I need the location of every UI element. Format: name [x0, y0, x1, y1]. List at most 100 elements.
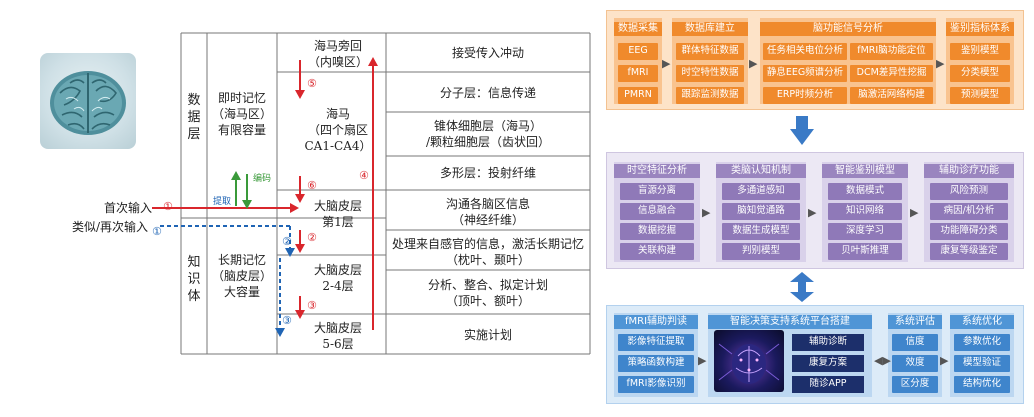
tier2-cell: 关联构建 [620, 243, 694, 260]
tier3-header-0: fMRI辅助判读 [614, 315, 698, 329]
tier2-cell: 数据挖掘 [620, 223, 694, 240]
tier3-cell: 随诊APP [792, 376, 864, 393]
marker-4: ④ [359, 169, 369, 182]
tier3-cell: 结构优化 [954, 376, 1010, 393]
tier1-cell: EEG [618, 43, 658, 60]
tier1-cell: 静息EEG频谱分析 [763, 65, 847, 82]
repeat-input-label: 类似/再次输入 [72, 220, 149, 234]
tier3-cell: 模型验证 [954, 355, 1010, 372]
tier1-cell: 时空特性数据 [676, 65, 744, 82]
marker-blue-1: ① [152, 225, 162, 238]
marker-1: ① [163, 200, 173, 213]
layer-label-knowledge: 知识体 [187, 255, 201, 304]
tier2-cell: 功能障碍分类 [930, 223, 1008, 240]
tier3-cell: fMRI影像识别 [618, 376, 694, 393]
tier3-header-1: 智能决策支持系统平台搭建 [708, 315, 872, 329]
tier3-cell: 策略函数构建 [618, 355, 694, 372]
tier2-header-1: 类脑认知机制 [716, 164, 806, 178]
tier2-cell: 多通道感知 [722, 183, 800, 200]
brain-circuit-icon [718, 343, 780, 384]
tier1-cell: fMRI脑功能定位 [850, 43, 933, 60]
arrow-right-icon: ▶ [936, 57, 945, 70]
arrow-both-icon: ◀▶ [874, 354, 891, 367]
tier3-header-3: 系统优化 [950, 315, 1014, 329]
tier3-cell: 信度 [892, 334, 938, 351]
encode-label: 编码 [253, 174, 272, 184]
brain-icon [50, 71, 126, 135]
arrow-right-icon: ▶ [662, 57, 671, 70]
retrieve-label: 提取 [213, 197, 232, 207]
tier3-cell: 影像特征提取 [618, 334, 694, 351]
tier2-header-0: 时空特征分析 [614, 164, 700, 178]
structure-hippocampus: 海马 （四个扇区 CA1-CA4） [304, 107, 372, 153]
marker-blue-2: ② [282, 235, 292, 248]
tier2-cell: 脑知觉通路 [722, 203, 800, 220]
tier2-cell: 深度学习 [828, 223, 902, 240]
ai-head-illustration [714, 330, 784, 392]
table-grid [152, 32, 591, 355]
first-input-label: 首次输入 [104, 201, 153, 215]
brain-illustration [40, 53, 136, 149]
function-receive-impulse: 接受传入冲动 [451, 46, 524, 60]
arrow-right-icon: ▶ [698, 354, 707, 367]
function-polymorphic-layer: 多形层：投射纤维 [439, 166, 536, 180]
arrow-updown-icon [790, 272, 814, 302]
tier2-cell: 数据生成模型 [722, 223, 800, 240]
tier3-cell: 康复方案 [792, 355, 864, 372]
arrow-right-icon: ▶ [749, 57, 758, 70]
tier2-cell: 贝叶斯推理 [828, 243, 902, 260]
marker-2: ② [307, 231, 317, 244]
tier1-header-0: 数据采集 [614, 22, 662, 36]
memory-model-diagram: 数据层 知识体 即时记忆 （海马区） 有限容量 长期记忆 （脑皮层） 大容量 首… [40, 32, 591, 355]
tier1-cell: 群体特征数据 [676, 43, 744, 60]
marker-6: ⑥ [307, 179, 317, 192]
marker-blue-3: ③ [282, 314, 292, 327]
tier1-header-1: 数据库建立 [672, 22, 748, 36]
structure-parahippocampal: 海马旁回 （内嗅区） [307, 39, 368, 69]
tier2-cell: 信息融合 [620, 203, 694, 220]
tier3-cell: 参数优化 [954, 334, 1010, 351]
structure-cortex-layer1: 大脑皮层 第1层 [313, 199, 362, 229]
tier1-cell: DCM差异性挖掘 [850, 65, 933, 82]
function-molecular-layer: 分子层：信息传递 [439, 86, 536, 100]
tier1-cell: 预测模型 [950, 87, 1010, 104]
tier1-cell: fMRI [618, 65, 658, 82]
arrow-right-icon: ▶ [702, 206, 711, 219]
tier1-cell: 脑激活网络构建 [850, 87, 933, 104]
tier3-cell: 辅助诊断 [792, 334, 864, 351]
research-framework-diagram: 数据采集 EEG fMRI PMRN 数据库建立 群体特征数据 时空特性数据 跟… [598, 0, 1034, 417]
marker-3: ③ [307, 299, 317, 312]
tier2-cell: 盲源分离 [620, 183, 694, 200]
arrow-right-icon: ▶ [910, 206, 919, 219]
tier2-cell: 判别模型 [722, 243, 800, 260]
function-analyze-plan: 分析、整合、拟定计划 （顶叶、额叶） [427, 278, 548, 308]
tier1-cell: PMRN [618, 87, 658, 104]
tier1-header-2: 脑功能信号分析 [760, 22, 936, 36]
tier1-cell: ERP时频分析 [763, 87, 847, 104]
tier1-header-3: 鉴别指标体系 [946, 22, 1014, 36]
tier3-header-2: 系统评估 [888, 315, 942, 329]
function-sensory-processing: 处理来自感官的信息，激活长期记忆 （枕叶、颞叶） [391, 237, 584, 267]
tier2-cell: 康复等级鉴定 [930, 243, 1008, 260]
tier1-cell: 任务相关电位分析 [763, 43, 847, 60]
function-execute-plan: 实施计划 [463, 328, 512, 342]
tier2-cell: 知识网络 [828, 203, 902, 220]
tier2-header-3: 辅助诊疗功能 [924, 164, 1014, 178]
tier1-cell: 分类模型 [950, 65, 1010, 82]
function-pyramidal-layer: 锥体细胞层（海马） /颗粒细胞层（齿状回） [425, 119, 551, 149]
layer-label-data: 数据层 [187, 93, 201, 142]
tier2-header-2: 智能鉴别模型 [822, 164, 908, 178]
tier1-cell: 鉴别模型 [950, 43, 1010, 60]
tier3-cell: 效度 [892, 355, 938, 372]
short-term-memory: 即时记忆 （海马区） 有限容量 [211, 91, 272, 137]
structure-cortex-layer2-4: 大脑皮层 2-4层 [313, 263, 362, 293]
function-communicate: 沟通各脑区信息 （神经纤维） [445, 197, 530, 227]
tier1-cell: 跟踪监测数据 [676, 87, 744, 104]
arrow-right-icon: ▶ [940, 354, 949, 367]
structure-cortex-layer5-6: 大脑皮层 5-6层 [313, 321, 362, 351]
tier2-cell: 病因/机分析 [930, 203, 1008, 220]
tier2-cell: 数据模式 [828, 183, 902, 200]
tier3-cell: 区分度 [892, 376, 938, 393]
arrow-down-icon [790, 116, 814, 145]
tier2-cell: 风险预测 [930, 183, 1008, 200]
